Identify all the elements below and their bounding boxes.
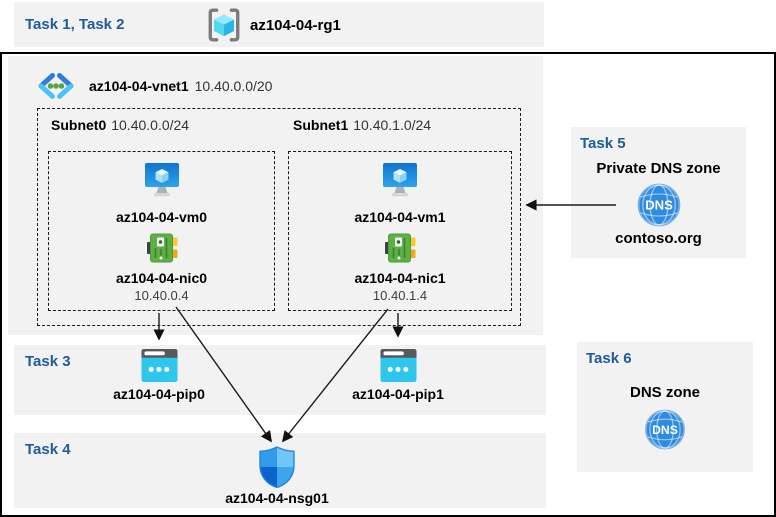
task6-box: Task 6 DNS zone DNS bbox=[577, 342, 753, 472]
subnet1-name: Subnet1 bbox=[293, 117, 349, 133]
virtual-machine-icon bbox=[144, 163, 179, 197]
subnet1-box: az104-04-vm1 az104-04-nic1 10.40.1.4 bbox=[288, 151, 512, 311]
pip1-name: az104-04-pip1 bbox=[352, 386, 444, 402]
vm1-name: az104-04-vm1 bbox=[354, 209, 446, 225]
task3-band: Task 3 az104-04-pip0 az104-04-pip1 bbox=[14, 345, 546, 415]
vnet-header: az104-04-vnet1 10.40.0.0/20 bbox=[35, 72, 272, 100]
task5-box: Task 5 Private DNS zone DNS contoso.org bbox=[571, 127, 746, 258]
pip1-group: az104-04-pip1 bbox=[328, 348, 468, 402]
dns-icon-text: DNS bbox=[652, 423, 678, 437]
nsg-group: az104-04-nsg01 bbox=[197, 446, 357, 506]
resource-group-icon bbox=[208, 8, 240, 42]
vm0-name: az104-04-vm0 bbox=[115, 209, 208, 225]
pip0-group: az104-04-pip0 bbox=[89, 348, 229, 402]
dns-icon-text: DNS bbox=[645, 198, 673, 213]
task-6-label: Task 6 bbox=[586, 350, 632, 367]
network-interface-icon bbox=[385, 233, 416, 263]
virtual-network-icon bbox=[38, 73, 74, 99]
dns-zone-title: DNS zone bbox=[629, 384, 700, 401]
nic0-name: az104-04-nic0 bbox=[115, 270, 208, 286]
diagram-border bbox=[0, 52, 776, 517]
subnet0-cidr: 10.40.0.0/24 bbox=[111, 117, 190, 133]
subnet1-cidr: 10.40.1.0/24 bbox=[353, 117, 432, 133]
vnet-cidr: 10.40.0.0/20 bbox=[194, 78, 273, 94]
nic1-ip: 10.40.1.4 bbox=[372, 288, 428, 303]
task-4-label: Task 4 bbox=[25, 441, 71, 458]
virtual-machine-icon bbox=[383, 163, 417, 197]
subnet0-box: az104-04-vm0 az104-04-nic0 10.40.0.4 bbox=[48, 151, 275, 311]
public-ip-icon bbox=[379, 348, 417, 383]
resource-group-name: az104-04-rg1 bbox=[250, 17, 341, 34]
public-ip-icon bbox=[140, 348, 178, 383]
task-3-label: Task 3 bbox=[25, 353, 71, 370]
vnet-name: az104-04-vnet1 bbox=[89, 78, 189, 94]
task4-band: Task 4 az104-04-nsg01 bbox=[14, 433, 546, 508]
dns-icon: DNS bbox=[637, 183, 680, 227]
nsg-name: az104-04-nsg01 bbox=[225, 490, 329, 506]
resource-group-band: Task 1, Task 2 az104-04-rg1 bbox=[14, 2, 544, 47]
private-dns-zone-name: contoso.org bbox=[615, 230, 702, 247]
private-dns-zone-title: Private DNS zone bbox=[596, 160, 721, 177]
pip0-name: az104-04-pip0 bbox=[113, 386, 205, 402]
network-security-group-shield-icon bbox=[259, 446, 295, 488]
nic1-name: az104-04-nic1 bbox=[354, 270, 446, 286]
task-1-2-label: Task 1, Task 2 bbox=[25, 16, 125, 33]
nic0-ip: 10.40.0.4 bbox=[134, 288, 189, 303]
subnet0-name: Subnet0 bbox=[51, 117, 107, 133]
dns-icon: DNS bbox=[645, 409, 685, 450]
task-5-label: Task 5 bbox=[580, 135, 626, 152]
network-interface-icon bbox=[146, 233, 177, 263]
